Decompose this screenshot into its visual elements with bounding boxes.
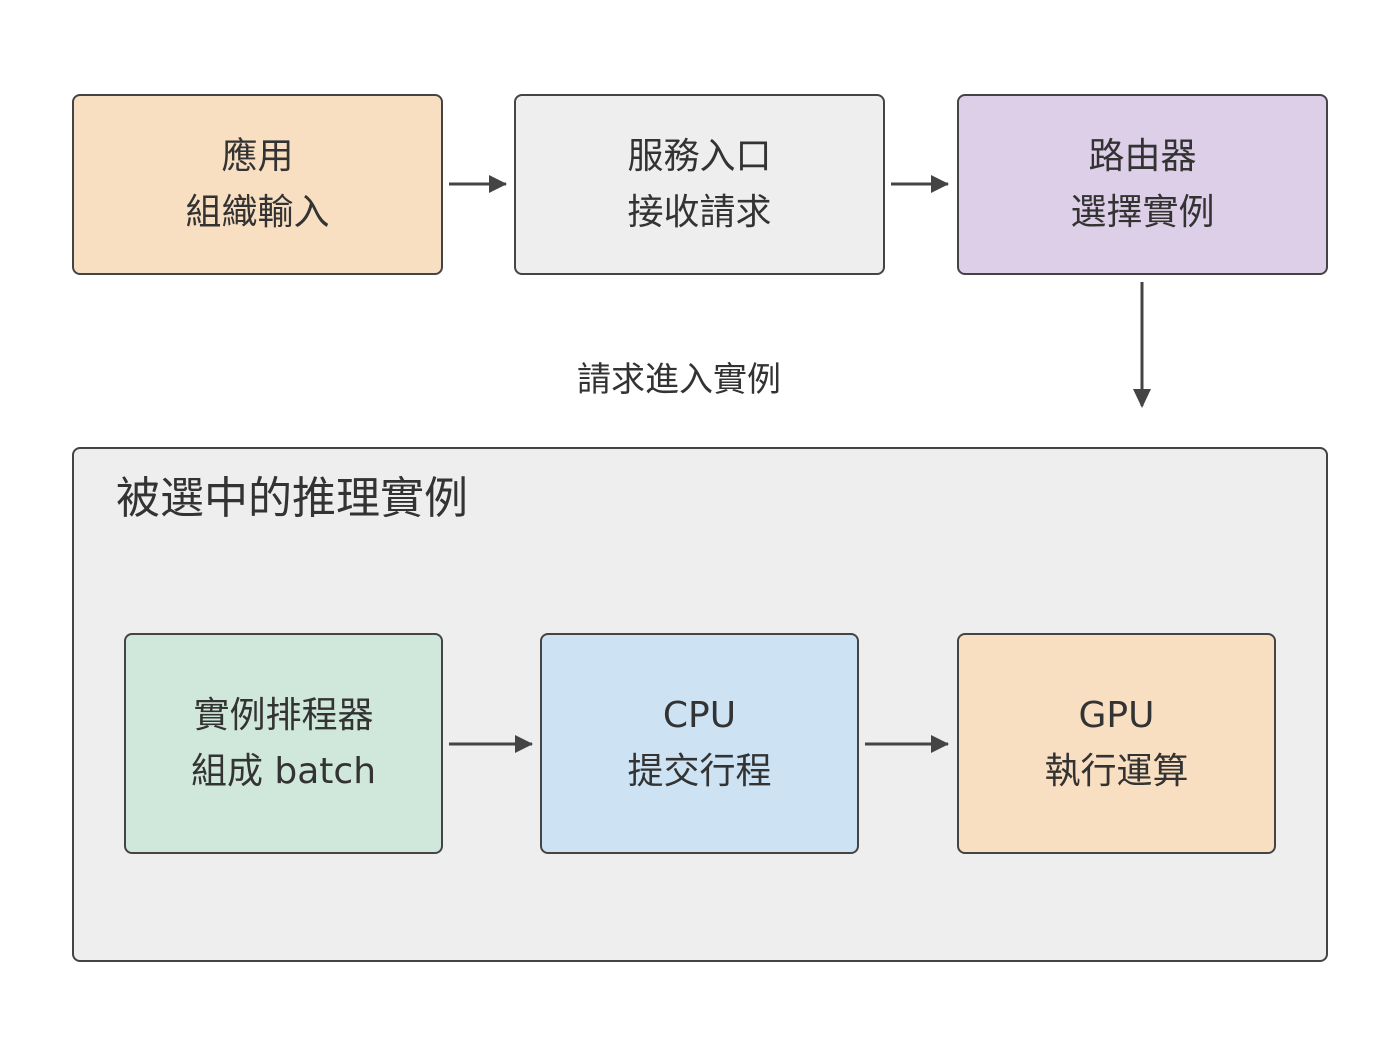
node-app-subtitle: 組織輸入 xyxy=(185,191,330,233)
node-gateway-subtitle: 接收請求 xyxy=(627,191,772,233)
node-router-subtitle: 選擇實例 xyxy=(1070,191,1215,233)
node-gpu-subtitle: 執行運算 xyxy=(1044,750,1189,792)
node-router: 路由器 選擇實例 xyxy=(957,94,1328,275)
node-router-title: 路由器 xyxy=(1088,135,1197,177)
node-app-title: 應用 xyxy=(221,135,294,177)
node-cpu: CPU 提交行程 xyxy=(540,633,859,854)
node-gateway-title: 服務入口 xyxy=(627,135,772,177)
node-gpu: GPU 執行運算 xyxy=(957,633,1276,854)
node-cpu-subtitle: 提交行程 xyxy=(627,750,772,792)
node-app: 應用 組織輸入 xyxy=(72,94,443,275)
node-gpu-title: GPU xyxy=(1078,694,1155,736)
arrow-app-to-gateway xyxy=(449,175,507,193)
node-scheduler-title: 實例排程器 xyxy=(193,694,374,736)
node-cpu-title: CPU xyxy=(662,694,737,736)
arrow-gateway-to-router xyxy=(891,175,949,193)
group-title: 被選中的推理實例 xyxy=(116,473,468,524)
arrow-router-to-instance xyxy=(1133,282,1151,408)
node-scheduler-subtitle: 組成 batch xyxy=(190,750,377,792)
edge-label-router-to-instance: 請求進入實例 xyxy=(577,360,781,400)
node-scheduler: 實例排程器 組成 batch xyxy=(124,633,443,854)
node-gateway: 服務入口 接收請求 xyxy=(514,94,885,275)
